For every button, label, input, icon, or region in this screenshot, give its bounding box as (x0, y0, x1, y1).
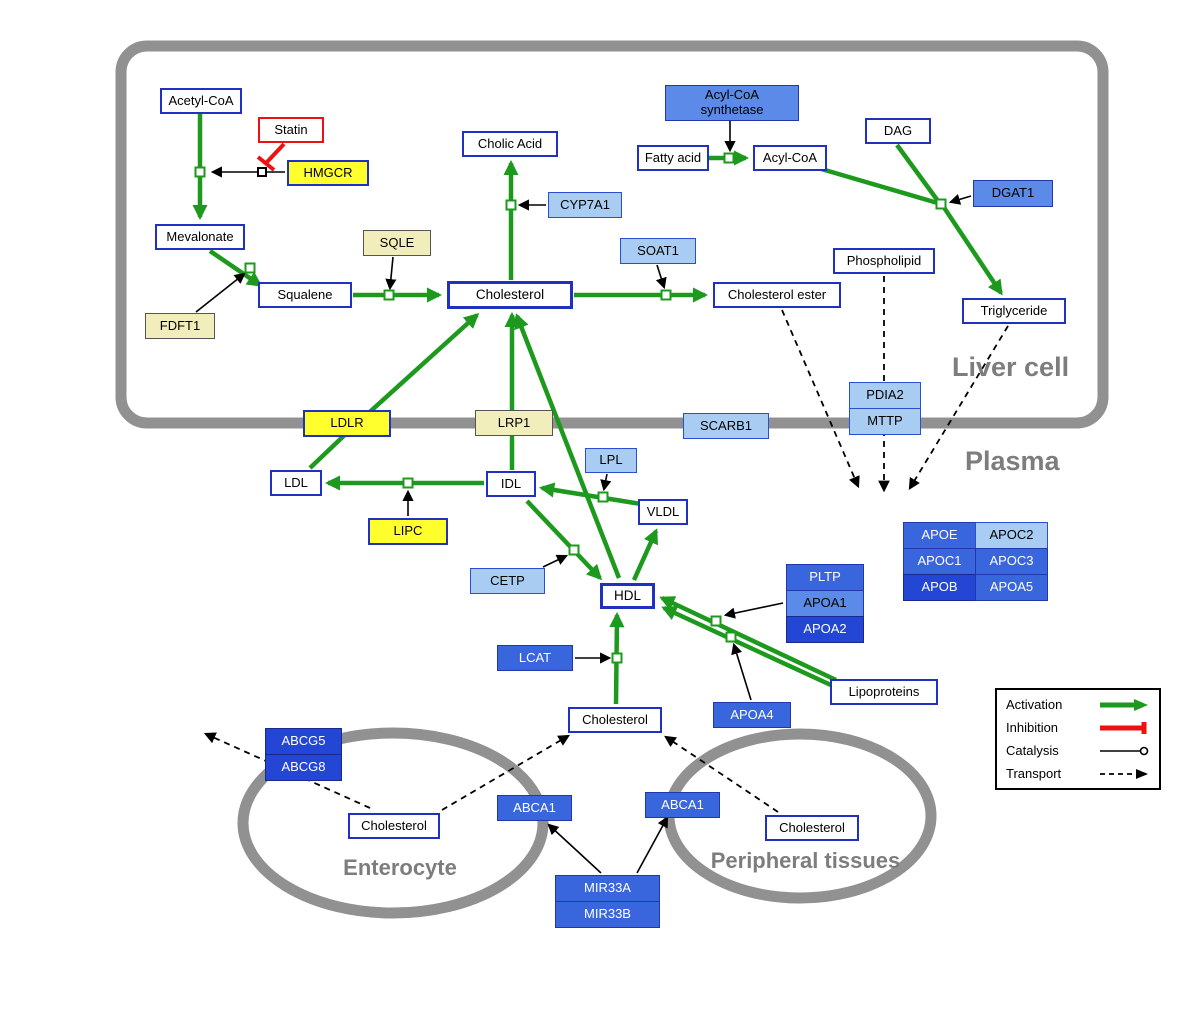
node-lipc[interactable]: LIPC (368, 518, 448, 545)
legend-transport-label: Transport (1006, 766, 1062, 781)
inhibition-edge (256, 142, 286, 172)
node-acyl-coa-synthetase[interactable]: Acyl-CoA synthetase (665, 85, 799, 121)
node-sqle[interactable]: SQLE (363, 230, 431, 256)
node-lipoproteins[interactable]: Lipoproteins (830, 679, 938, 705)
node-cholesterol-liver[interactable]: Cholesterol (447, 281, 573, 309)
legend: Activation Inhibition Catalysis Transpor… (995, 688, 1161, 790)
node-lrp1[interactable]: LRP1 (475, 410, 553, 436)
catalysis-edges (195, 121, 972, 874)
node-cholesterol-plasma[interactable]: Cholesterol (568, 707, 662, 733)
node-mir33a[interactable]: MIR33A (555, 875, 660, 902)
node-apob[interactable]: APOB (903, 574, 976, 601)
node-dag[interactable]: DAG (865, 118, 931, 144)
node-apoa1[interactable]: APOA1 (786, 590, 864, 617)
legend-activation-label: Activation (1006, 697, 1063, 712)
node-ldlr[interactable]: LDLR (303, 410, 391, 437)
reaction-nodes (194, 152, 947, 664)
node-apoa2[interactable]: APOA2 (786, 616, 864, 643)
node-pltp[interactable]: PLTP (786, 564, 864, 591)
node-apoa4[interactable]: APOA4 (713, 702, 791, 728)
node-mir33b[interactable]: MIR33B (555, 901, 660, 928)
node-lcat[interactable]: LCAT (497, 645, 573, 671)
legend-inhibition-label: Inhibition (1006, 720, 1059, 735)
plasma-label: Plasma (965, 446, 1060, 476)
node-cholesterol-enterocyte[interactable]: Cholesterol (348, 813, 440, 839)
legend-catalysis-row: Catalysis (1006, 743, 1150, 758)
node-soat1[interactable]: SOAT1 (620, 238, 696, 264)
catalysis-circle-icon (1100, 746, 1149, 755)
node-idl[interactable]: IDL (486, 471, 536, 497)
enterocyte-label: Enterocyte (343, 855, 457, 880)
node-dgat1[interactable]: DGAT1 (973, 180, 1053, 207)
node-scarb1[interactable]: SCARB1 (683, 413, 769, 439)
legend-activation-row: Activation (1006, 697, 1150, 712)
node-triglyceride[interactable]: Triglyceride (962, 298, 1066, 324)
node-fdft1[interactable]: FDFT1 (145, 313, 215, 339)
node-abcg5[interactable]: ABCG5 (265, 728, 342, 755)
liver-cell-label: Liver cell (952, 352, 1070, 382)
node-ldl[interactable]: LDL (270, 470, 322, 496)
inhibition-tee-icon (1100, 721, 1147, 734)
node-mevalonate[interactable]: Mevalonate (155, 224, 245, 250)
legend-catalysis-label: Catalysis (1006, 743, 1059, 758)
statin-anchor-node (257, 167, 267, 177)
node-mttp[interactable]: MTTP (849, 408, 921, 435)
node-cyp7a1[interactable]: CYP7A1 (548, 192, 622, 218)
node-hmgcr[interactable]: HMGCR (287, 160, 369, 186)
node-acetyl-coa[interactable]: Acetyl-CoA (160, 88, 242, 114)
node-cholic-acid[interactable]: Cholic Acid (462, 131, 558, 157)
activation-edges (192, 114, 1003, 705)
legend-inhibition-row: Inhibition (1006, 720, 1150, 735)
node-apoa5[interactable]: APOA5 (975, 574, 1048, 601)
liver-cell-membrane (115, 40, 1109, 429)
legend-transport-row: Transport (1006, 766, 1150, 781)
node-cetp[interactable]: CETP (470, 568, 545, 594)
activation-arrow-icon (1100, 698, 1148, 711)
node-hdl[interactable]: HDL (600, 583, 655, 609)
node-acyl-coa[interactable]: Acyl-CoA (753, 145, 827, 171)
node-phospholipid[interactable]: Phospholipid (833, 248, 935, 274)
node-abca1-peripheral[interactable]: ABCA1 (645, 792, 720, 818)
node-fatty-acid[interactable]: Fatty acid (637, 145, 709, 171)
node-squalene[interactable]: Squalene (258, 282, 352, 308)
node-apoc3[interactable]: APOC3 (975, 548, 1048, 575)
node-abcg8[interactable]: ABCG8 (265, 754, 342, 781)
peripheral-tissues-label: Peripheral tissues (710, 848, 901, 873)
node-apoc2[interactable]: APOC2 (975, 522, 1048, 549)
node-statin[interactable]: Statin (258, 117, 324, 143)
node-apoe[interactable]: APOE (903, 522, 976, 549)
node-pdia2[interactable]: PDIA2 (849, 382, 921, 409)
node-cholesterol-ester[interactable]: Cholesterol ester (713, 282, 841, 308)
transport-dashed-arrow-icon (1100, 768, 1148, 779)
compartment-membranes (115, 40, 1109, 919)
node-lpl[interactable]: LPL (585, 448, 637, 473)
enterocyte-membrane (237, 727, 549, 919)
node-abca1-enterocyte[interactable]: ABCA1 (497, 795, 572, 821)
node-apoc1[interactable]: APOC1 (903, 548, 976, 575)
node-vldl[interactable]: VLDL (638, 499, 688, 525)
node-cholesterol-peripheral[interactable]: Cholesterol (765, 815, 859, 841)
